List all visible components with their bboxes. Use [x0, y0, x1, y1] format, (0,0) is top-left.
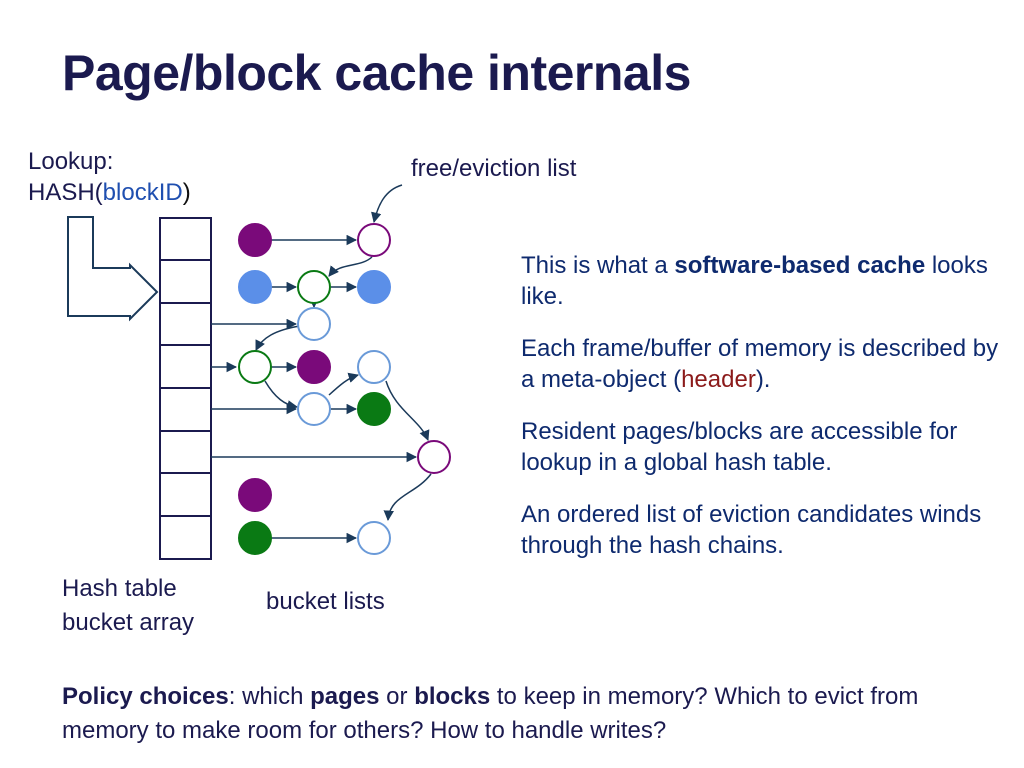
- chain-arrows: [211, 234, 418, 544]
- p1-bold: software-based cache: [674, 252, 926, 279]
- policy-text-2: or: [379, 683, 415, 710]
- header-node: [238, 478, 272, 512]
- p2-text-a: Each frame/buffer of memory is described…: [521, 335, 999, 393]
- explanation-p4: An ordered list of eviction candidates w…: [521, 501, 982, 559]
- explanation-text: This is what a software-based cache look…: [521, 250, 1011, 582]
- eviction-list-arrows: [255, 184, 432, 522]
- explanation-p1: This is what a software-based cache look…: [521, 250, 1011, 312]
- header-node: [417, 440, 451, 474]
- policy-text: Policy choices: which pages or blocks to…: [62, 680, 1002, 748]
- p1-text-c: looks like.: [521, 252, 988, 310]
- lookup-close: ): [182, 179, 191, 206]
- header-node: [357, 270, 391, 304]
- policy-text-1: : which: [228, 683, 311, 710]
- header-node: [238, 350, 272, 384]
- explanation-p3: Resident pages/blocks are accessible for…: [521, 418, 958, 476]
- lookup-arg: blockID: [102, 179, 183, 206]
- hash-table-line-1: Hash table: [62, 575, 177, 602]
- explanation-p2: Each frame/buffer of memory is described…: [521, 333, 1011, 395]
- header-node: [238, 223, 272, 257]
- p2-text-c: ).: [755, 366, 771, 393]
- header-node: [357, 350, 391, 384]
- free-list-label: free/eviction list: [411, 155, 577, 182]
- header-node: [297, 270, 331, 304]
- policy-bold-1: Policy choices: [62, 683, 229, 710]
- header-node: [357, 521, 391, 555]
- lookup-line-1: Lookup:: [28, 148, 114, 175]
- lookup-line-2: HASH(blockID): [28, 177, 191, 208]
- p2-header-word: header: [681, 366, 756, 393]
- hash-table-line-2: bucket array: [62, 609, 195, 636]
- policy-bold-2: pages: [310, 683, 380, 710]
- bucket-lists-label: bucket lists: [266, 588, 385, 615]
- header-node: [297, 307, 331, 341]
- hash-table-label: Hash table bucket array: [62, 572, 194, 640]
- header-node: [297, 350, 331, 384]
- policy-bold-3: blocks: [414, 683, 491, 710]
- lookup-label: Lookup: HASH(blockID): [28, 146, 191, 208]
- header-node: [238, 521, 272, 555]
- hash-bucket-array: [159, 217, 212, 560]
- p1-text-a: This is what a: [521, 252, 675, 279]
- policy-text-3: to keep in memory? Which to evict from m…: [62, 683, 919, 744]
- header-node: [357, 392, 391, 426]
- header-node: [238, 270, 272, 304]
- header-node: [357, 223, 391, 257]
- page-title: Page/block cache internals: [62, 45, 691, 101]
- header-node: [297, 392, 331, 426]
- lookup-hash: HASH(: [28, 179, 103, 206]
- header-nodes: [238, 223, 451, 555]
- lookup-arrow: [67, 216, 159, 322]
